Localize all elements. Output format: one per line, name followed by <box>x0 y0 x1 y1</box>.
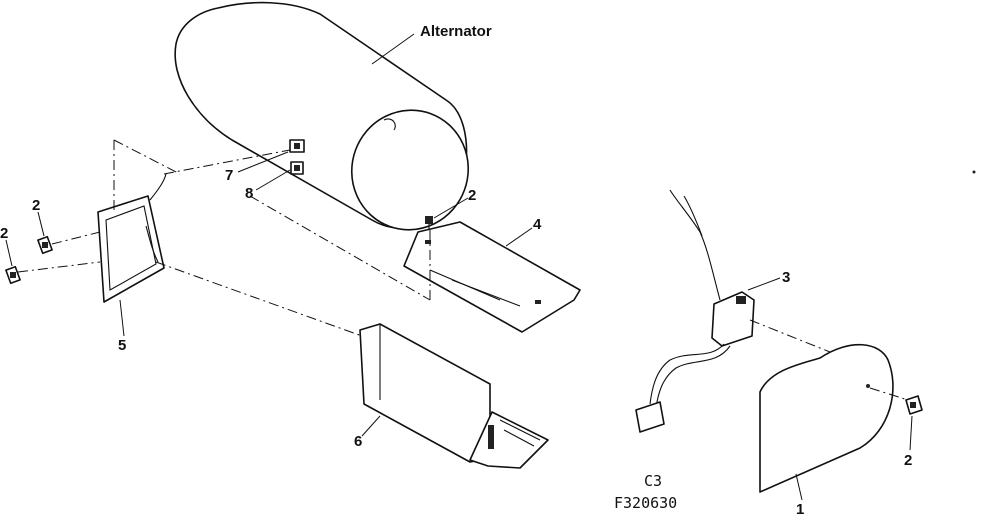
label-part-2-right: 2 <box>904 452 912 469</box>
stray-mark <box>972 170 976 174</box>
assembly-lines <box>17 139 909 401</box>
figure-number: F320630 <box>614 494 677 512</box>
label-part-7: 7 <box>225 167 233 184</box>
label-part-6: 6 <box>354 433 362 450</box>
label-part-1: 1 <box>796 501 804 516</box>
cover-part-1 <box>759 343 894 493</box>
label-part-4: 4 <box>533 216 542 233</box>
regulator-part-3 <box>635 189 755 433</box>
bracket-part-5 <box>97 173 167 303</box>
alternator-cylinder <box>174 1 470 231</box>
label-part-2-center: 2 <box>468 187 476 204</box>
label-part-2-left-lower: 2 <box>0 225 8 242</box>
housing-part-6 <box>359 323 549 469</box>
figure-code: C3 <box>644 472 662 490</box>
label-part-8: 8 <box>245 185 253 202</box>
label-part-5: 5 <box>118 337 126 354</box>
leader-lines <box>5 33 913 501</box>
label-alternator: Alternator <box>420 23 492 40</box>
cover-plate-part-4 <box>403 221 581 333</box>
label-part-3: 3 <box>782 269 790 286</box>
screw-left-2 <box>37 235 53 255</box>
screw-left-1 <box>5 265 21 285</box>
label-part-2-left-upper: 2 <box>32 197 40 214</box>
screw-right <box>905 395 923 415</box>
